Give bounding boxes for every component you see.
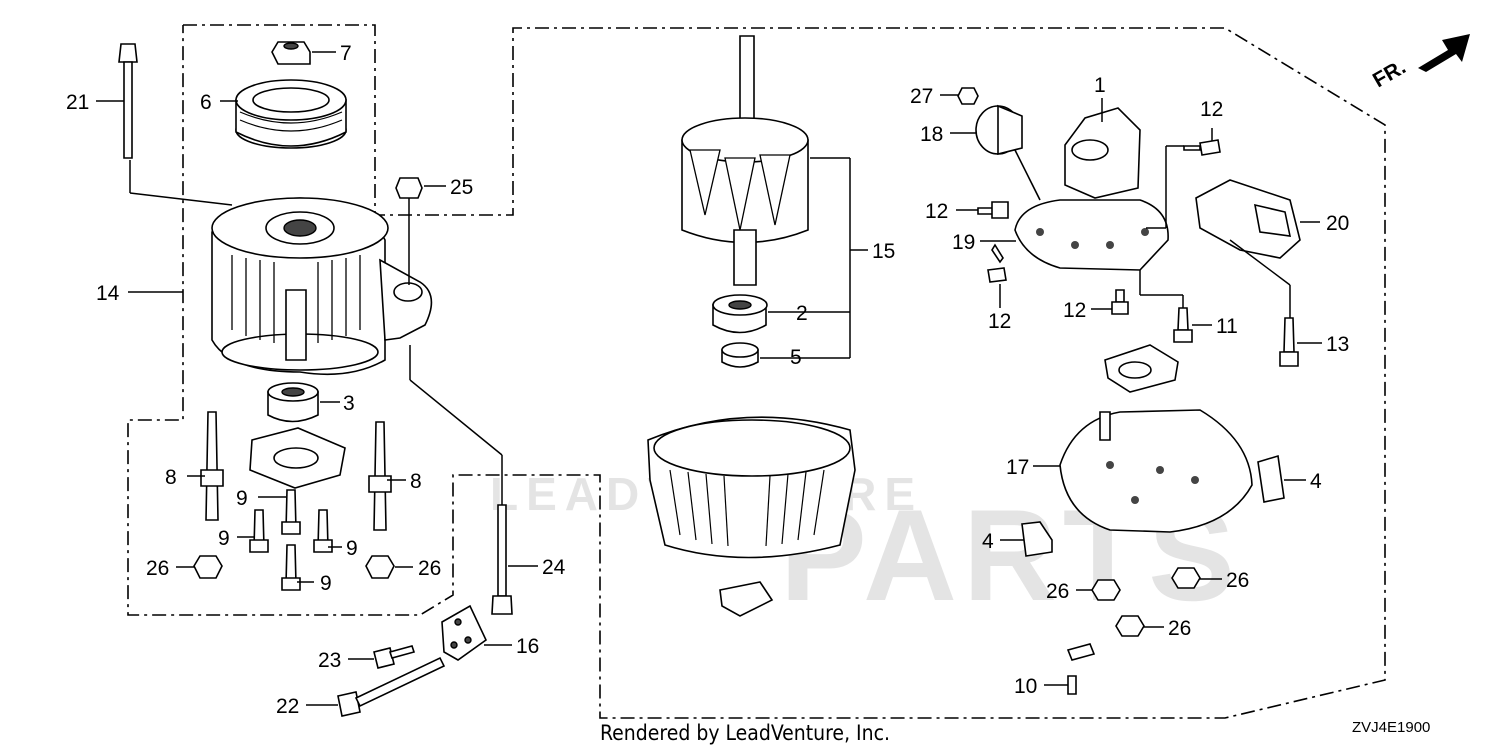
bolt-22 — [337, 656, 446, 717]
callout-10: 10 — [1014, 675, 1037, 698]
callout-4-right: 4 — [1310, 470, 1322, 493]
callout-21: 21 — [66, 91, 89, 114]
front-direction-arrow: FR. — [1369, 34, 1470, 92]
screw-13 — [1279, 317, 1299, 367]
pulley-6 — [235, 79, 347, 149]
callout-23: 23 — [318, 649, 341, 672]
callout-12-c: 12 — [988, 310, 1011, 333]
rectifier-19 — [1014, 199, 1169, 271]
screw-11 — [1173, 307, 1193, 343]
nuts-26-right — [1091, 567, 1201, 637]
callout-26-e: 26 — [1168, 617, 1191, 640]
bolt-24 — [491, 504, 513, 615]
callout-8-right: 8 — [410, 470, 422, 493]
bearing-2 — [712, 294, 768, 334]
rear-cover-17 — [1059, 409, 1253, 533]
callout-20: 20 — [1326, 212, 1349, 235]
callout-12-b: 12 — [925, 200, 948, 223]
nut-7 — [271, 41, 311, 65]
rendered-by-credit: Rendered by LeadVenture, Inc. — [600, 721, 890, 745]
callout-3: 3 — [343, 392, 355, 415]
nut-27 — [957, 87, 979, 105]
stud-8-right — [368, 421, 392, 531]
callout-labels: 1 2 3 4 4 5 6 7 8 8 9 9 9 9 10 11 12 12 … — [66, 42, 1349, 718]
callout-1: 1 — [1094, 74, 1106, 97]
regulator-20 — [1195, 179, 1301, 259]
callout-26-a: 26 — [146, 557, 169, 580]
diagram-code: ZVJ4E1900 — [1352, 719, 1430, 736]
callout-9-c: 9 — [346, 537, 358, 560]
callout-18: 18 — [920, 123, 943, 146]
bracket-10-area — [1066, 643, 1096, 695]
plate-16 — [441, 604, 488, 661]
bolts-12 — [977, 139, 1221, 315]
insulator — [1104, 344, 1179, 393]
leader-lines — [96, 51, 1322, 706]
bolts-9 — [249, 489, 333, 591]
bolt-21 — [118, 43, 138, 159]
gasket-plate — [249, 427, 346, 489]
callout-19: 19 — [952, 231, 975, 254]
callout-14: 14 — [96, 282, 120, 305]
nut-25 — [395, 177, 423, 199]
callout-4-left: 4 — [982, 530, 994, 553]
nuts-26-left — [193, 555, 395, 579]
callout-9-d: 9 — [320, 572, 332, 595]
callout-26-d: 26 — [1226, 569, 1249, 592]
callout-2: 2 — [796, 302, 808, 325]
callout-12-a: 12 — [1200, 98, 1223, 121]
callout-27: 27 — [910, 85, 933, 108]
callout-15: 15 — [872, 240, 895, 263]
callout-11: 11 — [1216, 315, 1238, 338]
callout-26-c: 26 — [1046, 580, 1069, 603]
callout-9-b: 9 — [218, 527, 230, 550]
bolt-23 — [373, 645, 416, 669]
rear-frame — [647, 416, 856, 617]
group-outlines — [127, 24, 1386, 719]
callout-5: 5 — [790, 346, 802, 369]
callout-6: 6 — [200, 91, 212, 114]
collar-5 — [721, 342, 759, 368]
stud-8-left — [200, 411, 224, 521]
callout-13: 13 — [1326, 333, 1349, 356]
callout-26-b: 26 — [418, 557, 441, 580]
callout-16: 16 — [516, 635, 539, 658]
rotor-15 — [681, 35, 809, 286]
brush-holder-1 — [1064, 107, 1141, 199]
callout-12-d: 12 — [1063, 299, 1086, 322]
clip-4-right — [1257, 454, 1285, 503]
left-group-outline — [127, 24, 1386, 719]
alternator-housing-14 — [211, 197, 433, 376]
callout-17: 17 — [1006, 456, 1029, 479]
callout-24: 24 — [542, 556, 566, 579]
callout-9-a: 9 — [236, 487, 248, 510]
bearing-3 — [267, 382, 319, 423]
terminal-18 — [975, 104, 1041, 201]
clip-4-left — [1021, 521, 1053, 557]
callout-25: 25 — [450, 176, 473, 199]
callout-7: 7 — [340, 42, 352, 65]
callout-8-left: 8 — [165, 466, 177, 489]
front-direction-label: FR. — [1369, 55, 1410, 92]
callout-22: 22 — [276, 695, 299, 718]
